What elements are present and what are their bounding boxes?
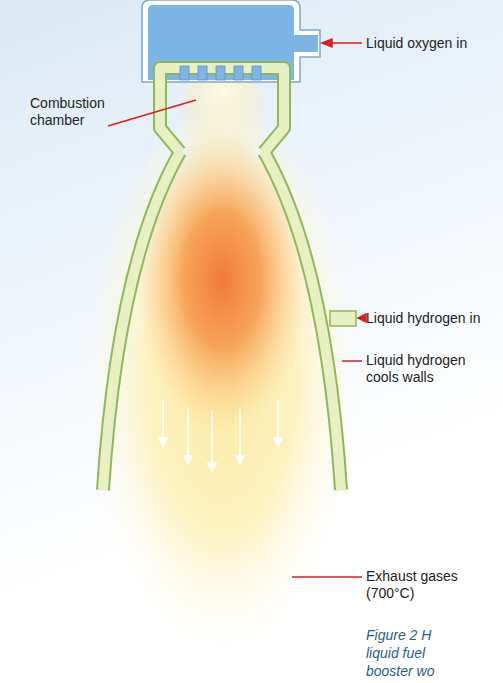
part-label: Liquid hydrogen cools walls: [366, 352, 481, 386]
engine-walls: [103, 68, 341, 490]
leader-lines: [108, 39, 366, 577]
flow-arrows: [159, 400, 282, 471]
part-label: Liquid oxygen in: [366, 35, 496, 52]
exhaust-plume: [87, 115, 357, 683]
injectors: [180, 66, 261, 80]
part-label: Liquid hydrogen in: [366, 310, 496, 327]
hydrogen-inlet-pipe: [330, 311, 356, 326]
figure-caption: Figure 2 H liquid fuel booster wo: [366, 626, 454, 680]
part-label: Combustion chamber: [30, 95, 110, 129]
part-label: Exhaust gases (700°C): [366, 568, 471, 602]
